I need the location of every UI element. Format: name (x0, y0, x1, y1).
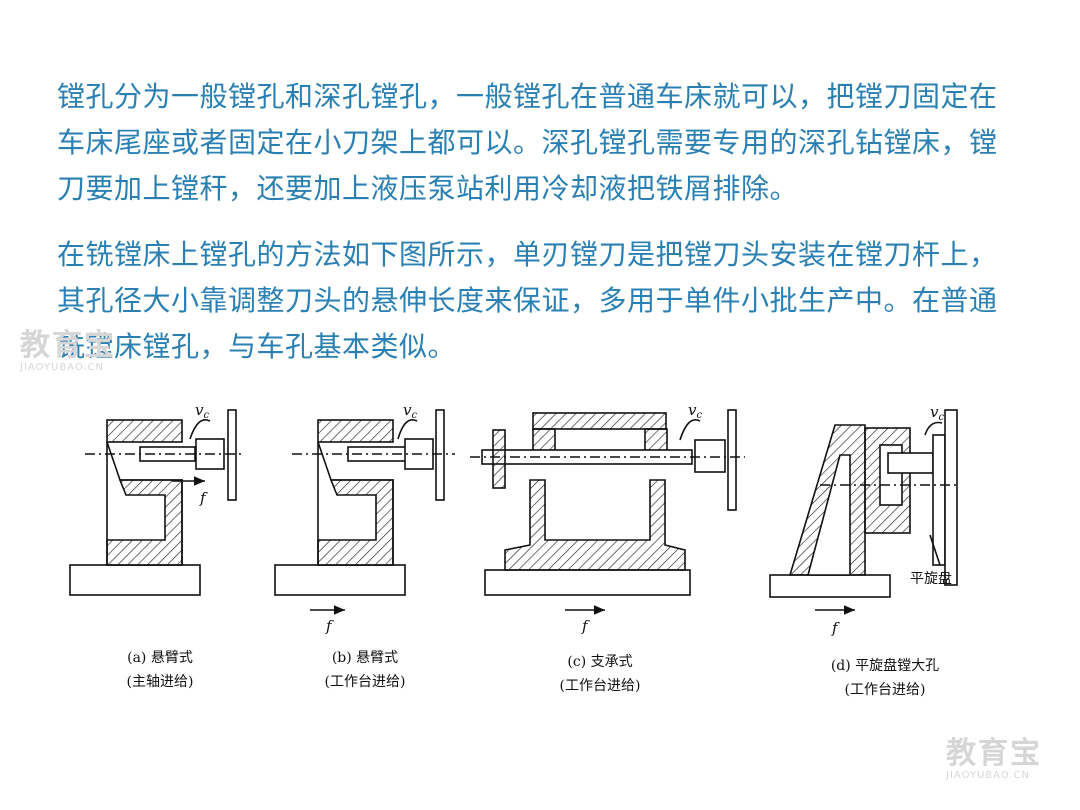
method-paragraph: 在铣镗床上镗孔的方法如下图所示，单刃镗刀是把镗刀头安装在镗刀杆上，其孔径大小靠调… (57, 238, 998, 363)
cutting-speed-arc (679, 419, 701, 441)
caption-c: (c) 支承式 (工作台进给) (530, 650, 670, 698)
watermark-left: 教育宝 JIAOYUBAO.CN (20, 328, 116, 374)
intro-paragraph: 镗孔分为一般镗孔和深孔镗孔，一般镗孔在普通车床就可以，把镗刀固定在车床尾座或者固… (57, 80, 998, 205)
f-label-a: f (199, 489, 208, 507)
machine-table (484, 569, 691, 596)
caption-b: (b) 悬臂式 (工作台进给) (300, 646, 430, 694)
column-hatch (317, 479, 394, 566)
workpiece-plate (727, 409, 737, 511)
f-label-d: f (831, 619, 840, 637)
cutting-speed-arc (397, 419, 418, 440)
faceplate (932, 434, 946, 566)
caption-b-title: (b) 悬臂式 (331, 650, 399, 666)
diagram-c (470, 409, 745, 615)
machine-table (69, 564, 201, 596)
diagram-d (769, 409, 960, 615)
caption-c-sub: (工作台进给) (559, 678, 641, 694)
faceplate-label: 平旋盘 (910, 570, 952, 587)
workpiece-plate (944, 409, 958, 586)
boring-methods-figure: vc f vc f vc f (69, 401, 960, 637)
caption-c-title: (c) 支承式 (567, 654, 633, 670)
faceplate-leader (929, 534, 941, 566)
watermark-text: 教育宝 (946, 736, 1042, 771)
headstock-top (106, 419, 183, 443)
rear-support (492, 429, 506, 489)
f-label-c: f (581, 617, 590, 635)
machine-table (274, 564, 406, 596)
column-hatch (106, 479, 183, 566)
cutting-speed-arc (924, 421, 943, 436)
watermark-text: 教育宝 (20, 328, 116, 363)
column-cutout (806, 454, 851, 576)
frame-body (504, 479, 686, 571)
headstock-top (317, 419, 394, 443)
caption-a-title: (a) 悬臂式 (127, 650, 193, 666)
workpiece-plate (435, 409, 445, 501)
caption-d-title: (d) 平旋盘镗大孔 (830, 658, 940, 674)
cutting-speed-arc (189, 419, 211, 440)
vc-label-c: vc (688, 401, 702, 421)
caption-a: (a) 悬臂式 (主轴进给) (95, 646, 225, 694)
caption-a-sub: (主轴进给) (126, 674, 194, 690)
diagram-a (69, 409, 245, 596)
watermark-url: JIAOYUBAO.CN (946, 770, 1030, 781)
vc-label-d: vc (930, 403, 944, 423)
workpiece-plate (227, 409, 237, 501)
diagram-b (274, 409, 455, 615)
vc-label-a: vc (195, 401, 209, 421)
faceplate-bar (887, 452, 934, 474)
watermark-right: 教育宝 JIAOYUBAO.CN (946, 736, 1042, 782)
caption-d-sub: (工作台进给) (844, 682, 926, 698)
watermark-url: JIAOYUBAO.CN (20, 362, 104, 373)
f-label-b: f (325, 617, 334, 635)
frame-top (532, 412, 667, 430)
vc-label-b: vc (403, 401, 417, 421)
spindle-head (694, 439, 726, 473)
machine-table (769, 574, 891, 598)
caption-d: (d) 平旋盘镗大孔 (工作台进给) (800, 654, 970, 702)
caption-b-sub: (工作台进给) (324, 674, 406, 690)
